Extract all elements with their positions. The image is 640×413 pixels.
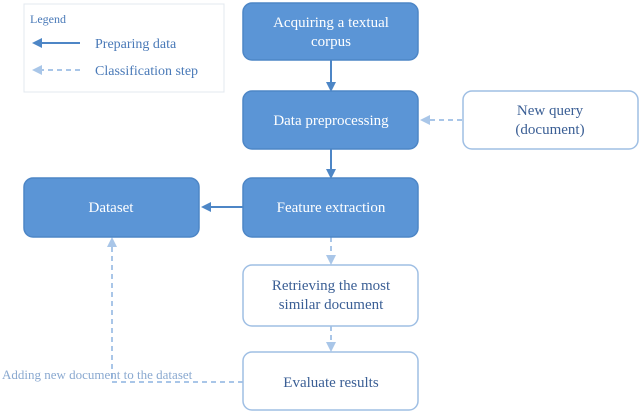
legend-label-classification-step: Classification step <box>95 64 198 79</box>
node-new-query: New query (document) <box>462 90 639 150</box>
legend-frame <box>23 3 225 93</box>
node-dataset: Dataset <box>23 177 200 238</box>
node-retrieving-line2: similar document <box>279 297 384 313</box>
node-evaluate-results: Evaluate results <box>242 351 419 411</box>
node-preprocessing-box <box>242 90 419 150</box>
node-newquery-line2: (document) <box>515 122 584 138</box>
legend: Legend Preparing data Classification ste… <box>23 3 225 93</box>
node-retrieving-similar: Retrieving the most similar document <box>242 264 419 327</box>
node-feature-label: Feature extraction <box>277 200 386 216</box>
node-newquery-box <box>462 90 639 150</box>
node-evaluate-label: Evaluate results <box>283 375 379 391</box>
annotation-adding-document: Adding new document to the dataset <box>2 367 193 382</box>
legend-title: Legend <box>30 12 66 26</box>
node-acquiring-box <box>242 2 419 61</box>
node-preprocessing-label: Data preprocessing <box>273 113 389 129</box>
node-retrieving-box <box>242 264 419 327</box>
arrow-evaluate-to-dataset <box>107 237 243 383</box>
node-dataset-box <box>23 177 200 238</box>
node-acquiring-line1: Acquiring a textual <box>273 15 389 31</box>
node-acquiring-line2: corpus <box>311 34 351 50</box>
node-evaluate-box <box>242 351 419 411</box>
node-feature-box <box>242 177 419 238</box>
node-retrieving-line1: Retrieving the most <box>272 278 391 294</box>
node-acquiring-corpus: Acquiring a textual corpus <box>242 2 419 61</box>
node-newquery-line1: New query <box>517 103 584 119</box>
node-dataset-label: Dataset <box>89 200 135 216</box>
node-feature-extraction: Feature extraction <box>242 177 419 238</box>
node-data-preprocessing: Data preprocessing <box>242 90 419 150</box>
legend-label-preparing-data: Preparing data <box>95 37 177 52</box>
